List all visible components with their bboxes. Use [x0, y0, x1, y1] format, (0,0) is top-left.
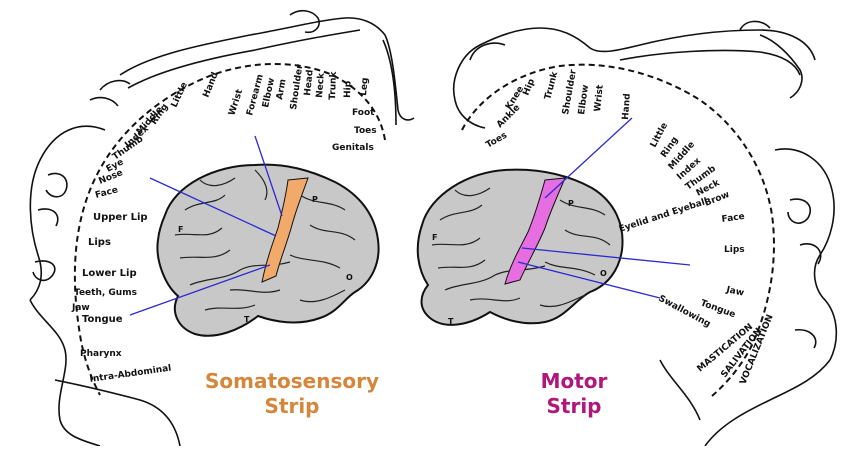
sensory-caption-line1: Somatosensory: [205, 369, 379, 393]
motor-label-jaw: Jaw: [724, 285, 744, 299]
motor-lobe-letter-f: F: [432, 233, 437, 242]
sensory-label-toes: Toes: [354, 126, 377, 136]
motor-label-face: Face: [721, 212, 745, 225]
sensory-label-pharynx: Pharynx: [80, 349, 122, 359]
sensory-label-head: Head: [303, 69, 316, 96]
motor-caption-line1: Motor: [541, 369, 608, 393]
lobe-letter-f: F: [178, 225, 183, 234]
lobe-letter-p: P: [312, 195, 318, 204]
motor-label-eyelid-eyeball: Eyelid and Eyeball: [618, 197, 709, 235]
sensory-label-leg: Leg: [359, 77, 371, 96]
motor-lobe-letter-o: O: [600, 269, 607, 278]
sensory-label-jaw: Jaw: [71, 303, 90, 313]
sensory-label-upper-lip: Upper Lip: [93, 212, 148, 223]
sensory-label-neck: Neck: [315, 72, 327, 99]
motor-label-toes: Toes: [485, 131, 510, 151]
sensory-label-wrist: Wrist: [227, 88, 245, 117]
sensory-label-teeth-gums: Teeth, Gums: [74, 288, 137, 298]
motor-lobe-letter-t: T: [448, 317, 454, 326]
sensory-label-tongue: Tongue: [82, 314, 123, 325]
motor-brain: F P O T: [418, 170, 623, 326]
sensory-brain: F P O T: [157, 165, 378, 336]
sensory-label-trunk: Trunk: [328, 70, 339, 100]
motor-lobe-letter-p: P: [568, 199, 574, 208]
motor-label-trunk: Trunk: [543, 70, 560, 101]
motor-caption-line2: Strip: [547, 394, 602, 418]
sensory-label-lips: Lips: [88, 237, 111, 248]
sensory-label-hand: Hand: [202, 71, 221, 99]
lobe-letter-o: O: [346, 273, 353, 282]
motor-label-elbow: Elbow: [577, 84, 591, 115]
motor-label-hand: Hand: [621, 93, 633, 120]
sensory-label-face: Face: [94, 185, 119, 201]
sensory-label-arm: Arm: [275, 78, 288, 100]
sensory-label-genitals: Genitals: [332, 143, 374, 153]
sensory-caption-line2: Strip: [265, 394, 320, 418]
sensory-label-hip: Hip: [343, 80, 354, 98]
motor-label-shoulder: Shoulder: [561, 68, 579, 115]
sensory-label-lower-lip: Lower Lip: [82, 268, 137, 279]
motor-label-hip: Hip: [522, 77, 538, 97]
sensory-label-intra-abdominal: Intra-Abdominal: [89, 364, 172, 385]
lobe-letter-t: T: [244, 315, 250, 324]
motor-label-wrist: Wrist: [593, 84, 606, 113]
sensory-label-foot: Foot: [352, 108, 375, 118]
motor-label-lips: Lips: [724, 245, 745, 255]
